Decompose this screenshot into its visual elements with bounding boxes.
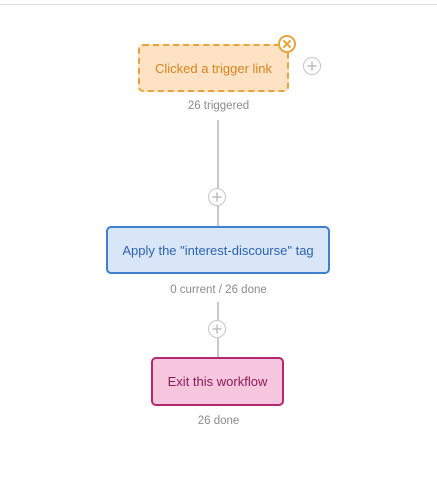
trigger-stat: 26 triggered: [187, 100, 250, 112]
trigger-node[interactable]: Clicked a trigger link: [138, 44, 289, 92]
plus-icon: [212, 324, 222, 334]
exit-stat: 26 done: [197, 415, 240, 427]
connector-line: [217, 338, 219, 357]
action-label: Apply the "interest-discourse" tag: [122, 242, 314, 258]
connector-line: [217, 120, 219, 188]
action-node[interactable]: Apply the "interest-discourse" tag: [106, 226, 330, 274]
action-stat: 0 current / 26 done: [170, 284, 267, 296]
add-trigger-button[interactable]: [303, 57, 321, 75]
connector-line: [217, 206, 219, 226]
add-step-button[interactable]: [208, 320, 226, 338]
top-divider: [0, 0, 437, 5]
remove-trigger-button[interactable]: [278, 35, 296, 53]
exit-label: Exit this workflow: [167, 374, 268, 389]
connector-line: [217, 302, 219, 320]
plus-icon: [212, 192, 222, 202]
exit-node[interactable]: Exit this workflow: [151, 357, 284, 406]
plus-icon: [307, 61, 317, 71]
add-step-button[interactable]: [208, 188, 226, 206]
trigger-label: Clicked a trigger link: [154, 60, 273, 76]
close-icon: [282, 39, 292, 49]
